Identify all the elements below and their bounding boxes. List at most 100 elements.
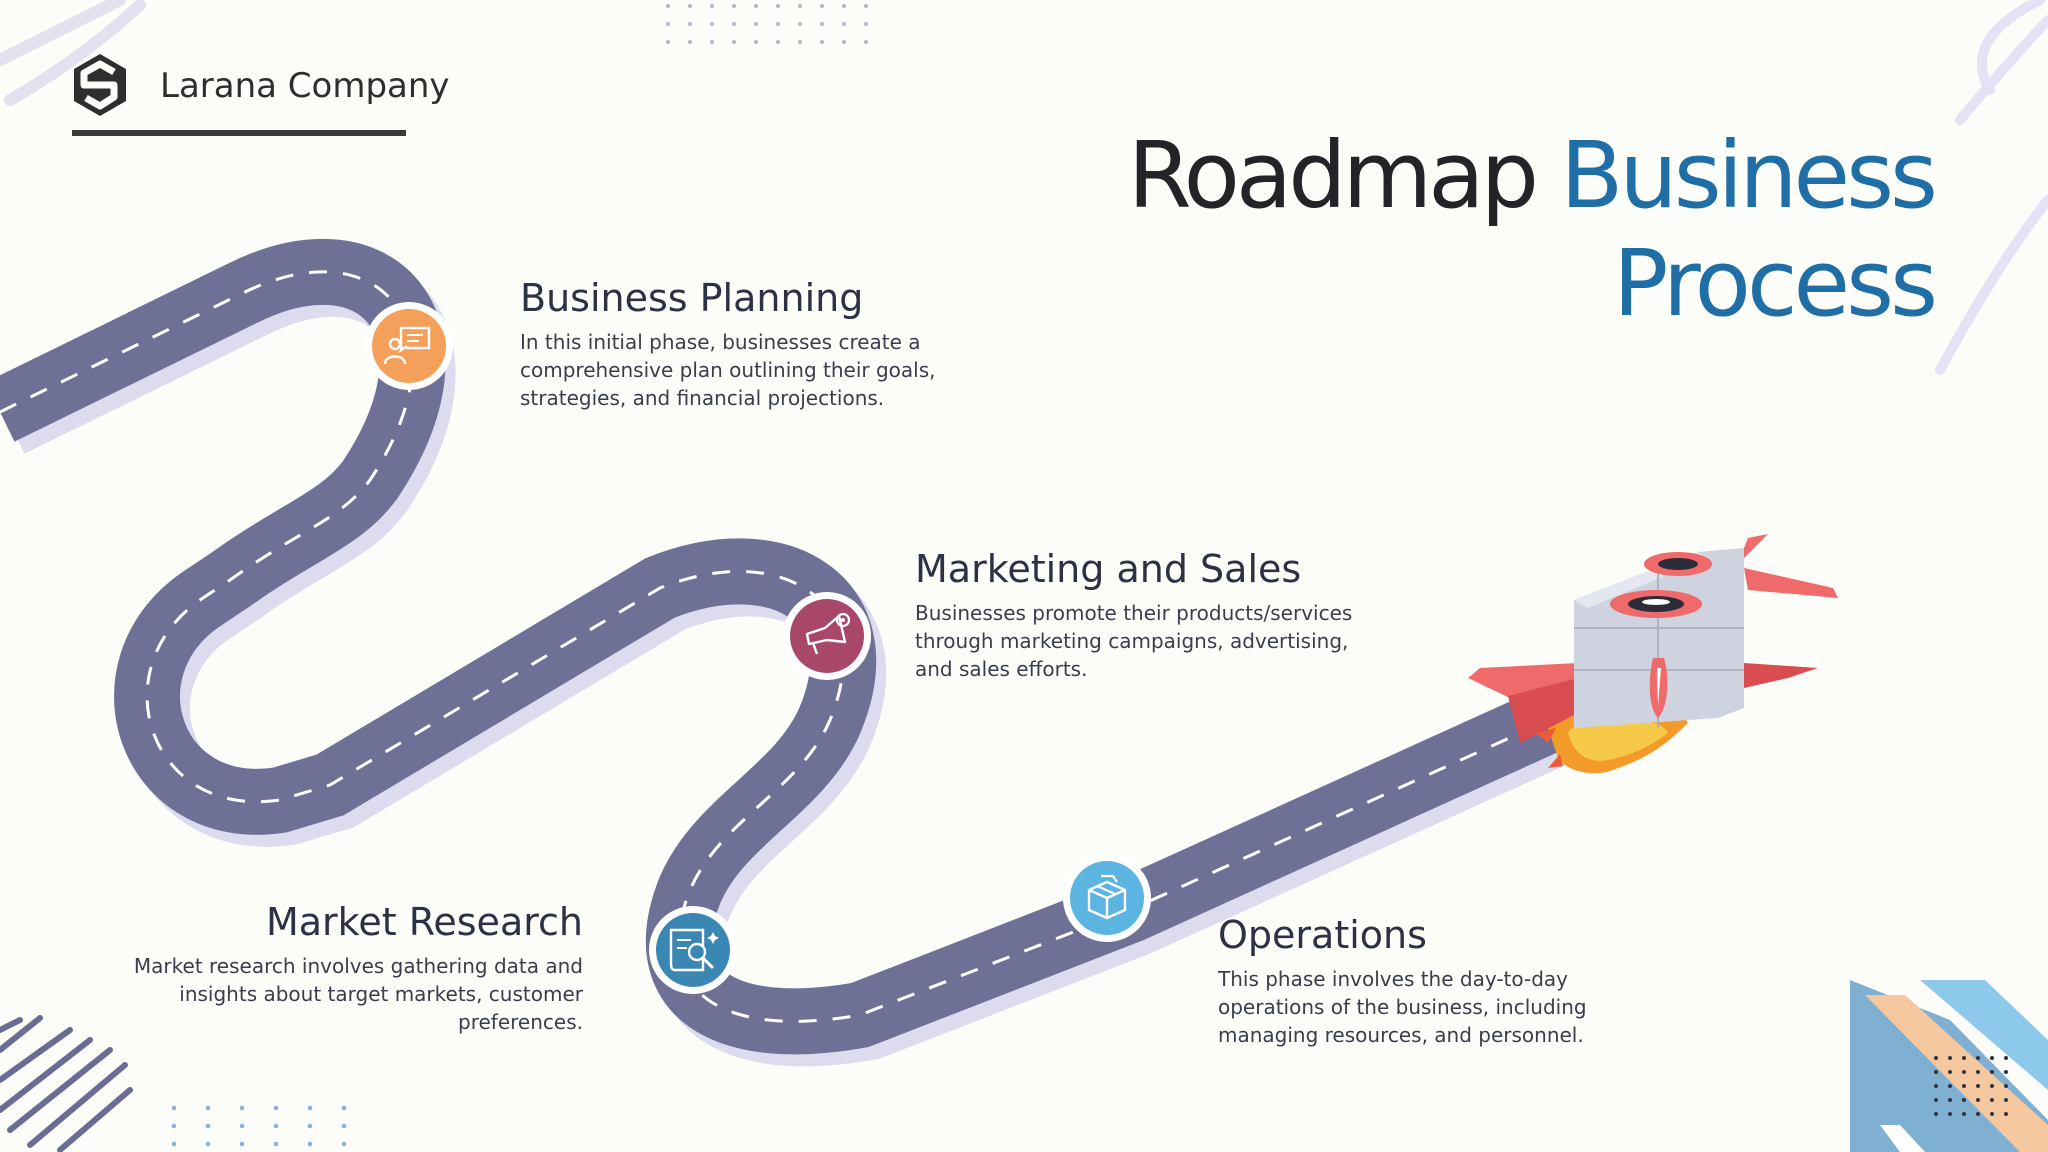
decor-dot (798, 22, 802, 26)
decor-dot (171, 1123, 177, 1129)
geometric-decoration-bottom-right (1850, 980, 2048, 1152)
step-market-research: Market Research Market research involves… (120, 900, 583, 1036)
brush-stroke-top-right (1935, 0, 2048, 375)
step-description: This phase involves the day-to-day opera… (1218, 967, 1587, 1047)
decor-dot (1934, 1056, 1938, 1060)
brand-underline (72, 130, 406, 136)
step-title: Business Planning (520, 276, 864, 320)
decor-dot (1976, 1056, 1980, 1060)
megaphone-gear-icon (783, 592, 871, 680)
step-title: Operations (1218, 913, 1427, 957)
market-research-marker (647, 904, 739, 996)
decor-dot (864, 4, 868, 8)
decor-dot (842, 22, 846, 26)
company-name: Larana Company (160, 66, 450, 106)
decor-dot (710, 22, 714, 26)
decor-dot (1934, 1098, 1938, 1102)
decor-dot (666, 22, 670, 26)
dot-grid-bottom-left (171, 1105, 347, 1147)
decor-dot (1962, 1070, 1966, 1074)
decor-dot (1948, 1098, 1952, 1102)
decor-dot (2004, 1070, 2008, 1074)
decor-dot (1962, 1056, 1966, 1060)
decor-dot (820, 4, 824, 8)
decor-dot (205, 1141, 211, 1147)
decor-dot (205, 1123, 211, 1129)
road (0, 238, 1574, 1055)
business-planning-marker (363, 300, 455, 392)
decor-dot (666, 4, 670, 8)
step-description: In this initial phase, businesses create… (520, 330, 936, 410)
decor-dot (666, 40, 670, 44)
step-title: Marketing and Sales (915, 547, 1302, 591)
dot-grid-top (666, 4, 868, 44)
step-operations: Operations This phase involves the day-t… (1218, 913, 1658, 1049)
decor-dot (341, 1105, 347, 1111)
decor-dot (1948, 1112, 1952, 1116)
title-business: Business (1560, 122, 1938, 229)
decor-dot (341, 1123, 347, 1129)
decor-dot (820, 40, 824, 44)
decor-dot (820, 22, 824, 26)
decor-dot (1990, 1112, 1994, 1116)
step-description: Market research involves gathering data … (133, 954, 583, 1034)
step-business-planning: Business Planning In this initial phase,… (520, 276, 960, 412)
title-process: Process (1613, 230, 1938, 337)
decor-dot (273, 1141, 279, 1147)
decor-dot (1934, 1112, 1938, 1116)
package-box-icon (1063, 854, 1151, 942)
decor-dot (864, 22, 868, 26)
decor-dot (864, 40, 868, 44)
decor-dot (1948, 1084, 1952, 1088)
decor-dot (732, 22, 736, 26)
decor-dot (754, 22, 758, 26)
decor-dot (842, 40, 846, 44)
research-document-icon (649, 906, 737, 994)
step-title: Market Research (265, 900, 583, 944)
decor-dot (754, 4, 758, 8)
brand: Larana Company (70, 52, 450, 138)
dot-grid-bottom-right (1934, 1056, 2008, 1116)
decor-dot (688, 40, 692, 44)
decor-dot (273, 1123, 279, 1129)
decor-dot (1990, 1098, 1994, 1102)
decor-dot (1962, 1084, 1966, 1088)
rocket-illustration (1468, 534, 1838, 774)
brush-stroke-top-left (0, 0, 146, 106)
decor-dot (307, 1141, 313, 1147)
decor-dot (273, 1105, 279, 1111)
page-title: Roadmap Business Process (1127, 122, 1938, 338)
decor-dot (171, 1141, 177, 1147)
decor-dot (776, 4, 780, 8)
decor-dot (307, 1123, 313, 1129)
decor-dot (732, 4, 736, 8)
decor-dot (754, 40, 758, 44)
decor-dot (1990, 1084, 1994, 1088)
title-roadmap: Roadmap (1127, 122, 1539, 229)
decor-dot (710, 40, 714, 44)
decor-dot (688, 22, 692, 26)
hexagon-s-logo-icon (74, 54, 126, 116)
decor-dot (2004, 1084, 2008, 1088)
decor-dot (1948, 1056, 1952, 1060)
decor-dot (1962, 1098, 1966, 1102)
step-description: Businesses promote their products/servic… (915, 601, 1353, 681)
decor-dot (776, 22, 780, 26)
decor-dot (1976, 1084, 1980, 1088)
decor-dot (732, 40, 736, 44)
decor-dot (1976, 1112, 1980, 1116)
marketing-sales-marker (781, 590, 873, 682)
decor-dot (798, 40, 802, 44)
decor-dot (1990, 1070, 1994, 1074)
decor-dot (307, 1105, 313, 1111)
decor-dot (1948, 1070, 1952, 1074)
decor-dot (798, 4, 802, 8)
decor-dot (776, 40, 780, 44)
decor-dot (2004, 1056, 2008, 1060)
decor-dot (710, 4, 714, 8)
decor-dot (239, 1141, 245, 1147)
scribble-bottom-left (0, 1015, 133, 1152)
decor-dot (842, 4, 846, 8)
rocket-fin-right (1744, 568, 1838, 598)
decor-dot (688, 4, 692, 8)
